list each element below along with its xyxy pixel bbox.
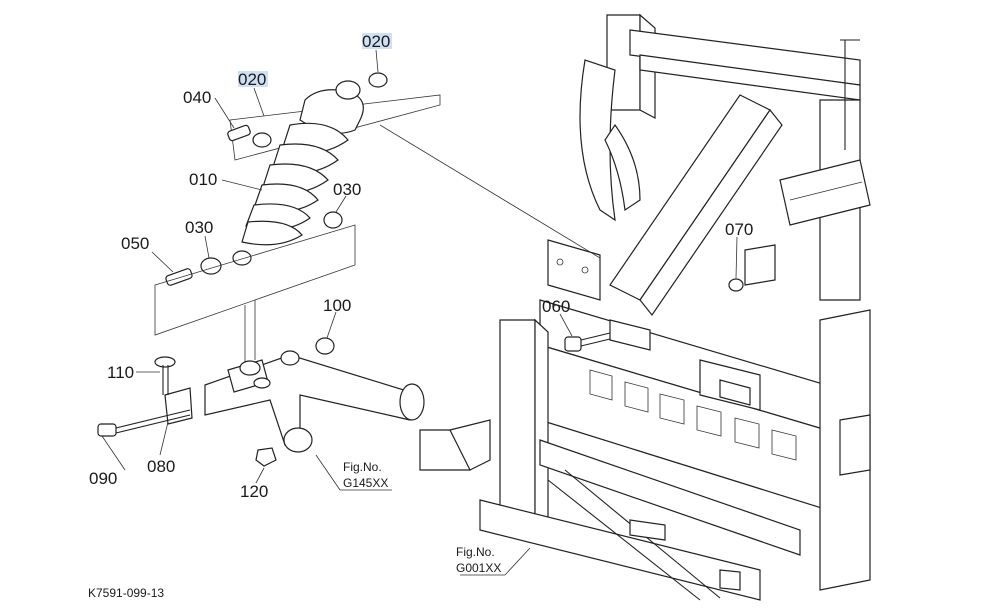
vehicle-frame — [419, 13, 871, 601]
label-020b-highlight — [238, 71, 268, 87]
lower-detail-box — [154, 224, 356, 336]
label-030-right[interactable]: 030 — [333, 180, 361, 199]
fig-ref-g145-code[interactable]: G145XX — [343, 476, 388, 490]
shock-to-frame-leader — [379, 124, 601, 259]
fig-ref-g145-title: Fig.No. — [343, 460, 382, 474]
fig-ref-g001-title: Fig.No. — [456, 545, 495, 559]
leader-lines — [101, 49, 738, 576]
label-080[interactable]: 080 — [147, 457, 175, 476]
label-020-mid[interactable]: 020 — [238, 70, 266, 89]
shock-absorber — [165, 72, 388, 286]
swing-arm — [97, 278, 744, 467]
label-010[interactable]: 010 — [189, 170, 217, 189]
label-020a-highlight — [362, 33, 392, 49]
part-labels: 020 020 040 010 030 030 050 070 060 100 … — [88, 32, 753, 600]
label-120[interactable]: 120 — [240, 482, 268, 501]
upper-detail-box — [229, 94, 441, 161]
label-030-left[interactable]: 030 — [185, 218, 213, 237]
label-070[interactable]: 070 — [725, 220, 753, 239]
label-040[interactable]: 040 — [183, 88, 211, 107]
label-090[interactable]: 090 — [89, 469, 117, 488]
label-050[interactable]: 050 — [121, 234, 149, 253]
label-100[interactable]: 100 — [323, 296, 351, 315]
label-110[interactable]: 110 — [107, 363, 134, 382]
fig-ref-g001-code[interactable]: G001XX — [456, 561, 501, 575]
label-060[interactable]: 060 — [542, 297, 570, 316]
diagram-code: K7591-099-13 — [88, 586, 164, 600]
label-020-top[interactable]: 020 — [362, 32, 390, 51]
